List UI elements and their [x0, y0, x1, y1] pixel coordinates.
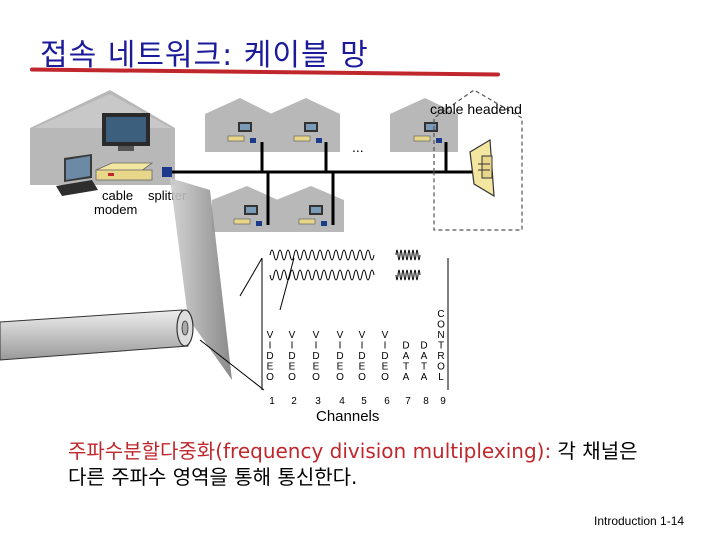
channel-4-letter: V	[337, 330, 344, 341]
channel-8-letter: T	[421, 362, 427, 373]
channel-3-letter: E	[313, 362, 320, 373]
channel-labels: VIDEO1VIDEO2VIDEO3VIDEO4VIDEO5VIDEO6DATA…	[266, 309, 446, 407]
channel-2-letter: I	[291, 341, 294, 352]
channel-8-letter: D	[420, 341, 427, 352]
cable-modem-icon	[95, 162, 154, 181]
channel-number-8: 8	[423, 396, 429, 407]
caption-term: 주파수분할다중화(frequency division multiplexing…	[68, 439, 552, 463]
channel-9-letter: R	[437, 351, 444, 362]
caption-rest: 각 채널은	[551, 439, 638, 463]
channel-number-9: 9	[440, 396, 446, 407]
channel-number-1: 1	[269, 396, 275, 407]
channel-number-4: 4	[339, 396, 345, 407]
ellipsis-label: ...	[352, 139, 364, 155]
zoom-beam	[170, 178, 232, 380]
channel-4-letter: D	[336, 351, 343, 362]
computer-icon	[56, 154, 98, 196]
channel-band	[199, 257, 449, 391]
channel-1-letter: O	[266, 372, 274, 383]
channel-5-letter: I	[361, 341, 364, 352]
channel-1-letter: E	[267, 362, 274, 373]
splitter-icon	[162, 167, 172, 177]
channel-2-letter: V	[289, 330, 296, 341]
channel-number-7: 7	[405, 396, 411, 407]
channel-9-letter: C	[437, 309, 444, 320]
channel-7-letter: D	[402, 341, 409, 352]
channel-5-letter: D	[358, 351, 365, 362]
caption-line2: 다른 주파수 영역을 통해 통신한다.	[68, 465, 358, 489]
channel-4-letter: E	[337, 362, 344, 373]
channel-5-letter: V	[359, 330, 366, 341]
channel-5-letter: O	[358, 372, 366, 383]
channel-2-letter: O	[288, 372, 296, 383]
channel-9-letter: L	[438, 372, 444, 383]
channel-5-letter: E	[359, 362, 366, 373]
headend-building	[433, 89, 523, 231]
headend-label: cable headend	[430, 101, 522, 117]
channel-3-letter: I	[315, 341, 318, 352]
channel-6-letter: D	[381, 351, 388, 362]
channel-6-letter: E	[382, 362, 389, 373]
channel-1-letter: D	[266, 351, 273, 362]
channel-1-letter: V	[267, 330, 274, 341]
channel-3-letter: V	[313, 330, 320, 341]
coax-cable-icon	[0, 309, 194, 361]
channel-4-letter: I	[339, 341, 342, 352]
channel-1-letter: I	[269, 341, 272, 352]
channel-number-3: 3	[315, 396, 321, 407]
page-title: 접속 네트워크: 케이블 망	[40, 38, 369, 73]
channels-title: Channels	[316, 408, 379, 425]
channel-2-letter: E	[289, 362, 296, 373]
channel-7-letter: A	[403, 351, 410, 362]
channel-3-letter: O	[312, 372, 320, 383]
headend-icon	[469, 138, 495, 198]
frequency-waves	[269, 249, 421, 281]
channel-9-letter: T	[438, 341, 444, 352]
cable-lines	[172, 142, 478, 225]
tv-icon	[102, 113, 150, 151]
channel-8-letter: A	[421, 372, 428, 383]
channel-9-letter: N	[437, 330, 444, 341]
channel-9-letter: O	[437, 362, 445, 373]
caption: 주파수분할다중화(frequency division multiplexing…	[68, 438, 718, 490]
channel-number-2: 2	[291, 396, 297, 407]
channel-8-letter: A	[421, 351, 428, 362]
channel-6-letter: I	[384, 341, 387, 352]
channel-number-6: 6	[384, 396, 390, 407]
channel-7-letter: A	[403, 372, 410, 383]
channel-6-letter: V	[382, 330, 389, 341]
channel-6-letter: O	[381, 372, 389, 383]
channel-2-letter: D	[288, 351, 295, 362]
channel-9-letter: O	[437, 320, 445, 331]
channel-3-letter: D	[312, 351, 319, 362]
channel-4-letter: O	[336, 372, 344, 383]
neighbor-devices	[227, 122, 442, 226]
channel-7-letter: T	[403, 362, 409, 373]
slide-footer: Introduction 1-14	[594, 514, 685, 528]
channel-number-5: 5	[361, 396, 367, 407]
